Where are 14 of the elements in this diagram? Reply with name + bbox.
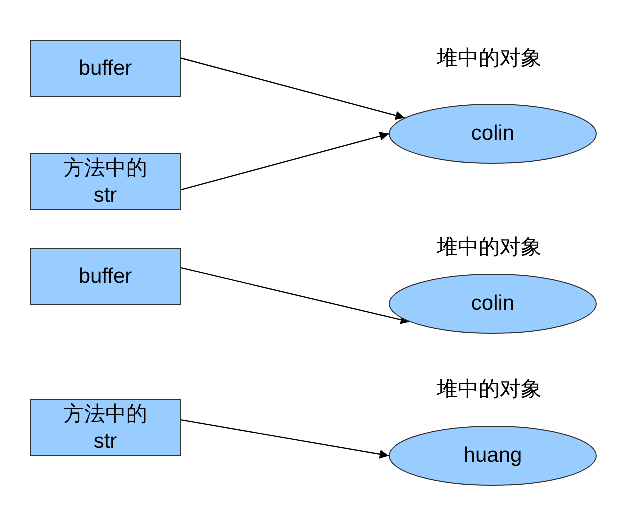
heading-text: 堆中的对象 [437, 235, 542, 261]
arrow [180, 58, 405, 120]
arrow [180, 132, 390, 191]
object-ellipse: huang [389, 426, 597, 486]
heading-text: 堆中的对象 [437, 46, 542, 72]
variable-box: buffer [30, 248, 181, 305]
arrow [180, 267, 410, 324]
variable-box: 方法中的 str [30, 153, 181, 210]
variable-box: buffer [30, 40, 181, 97]
heading-text: 堆中的对象 [437, 377, 542, 403]
object-ellipse: colin [389, 274, 597, 334]
arrow [180, 420, 390, 459]
variable-box: 方法中的 str [30, 399, 181, 456]
object-ellipse: colin [389, 104, 597, 164]
